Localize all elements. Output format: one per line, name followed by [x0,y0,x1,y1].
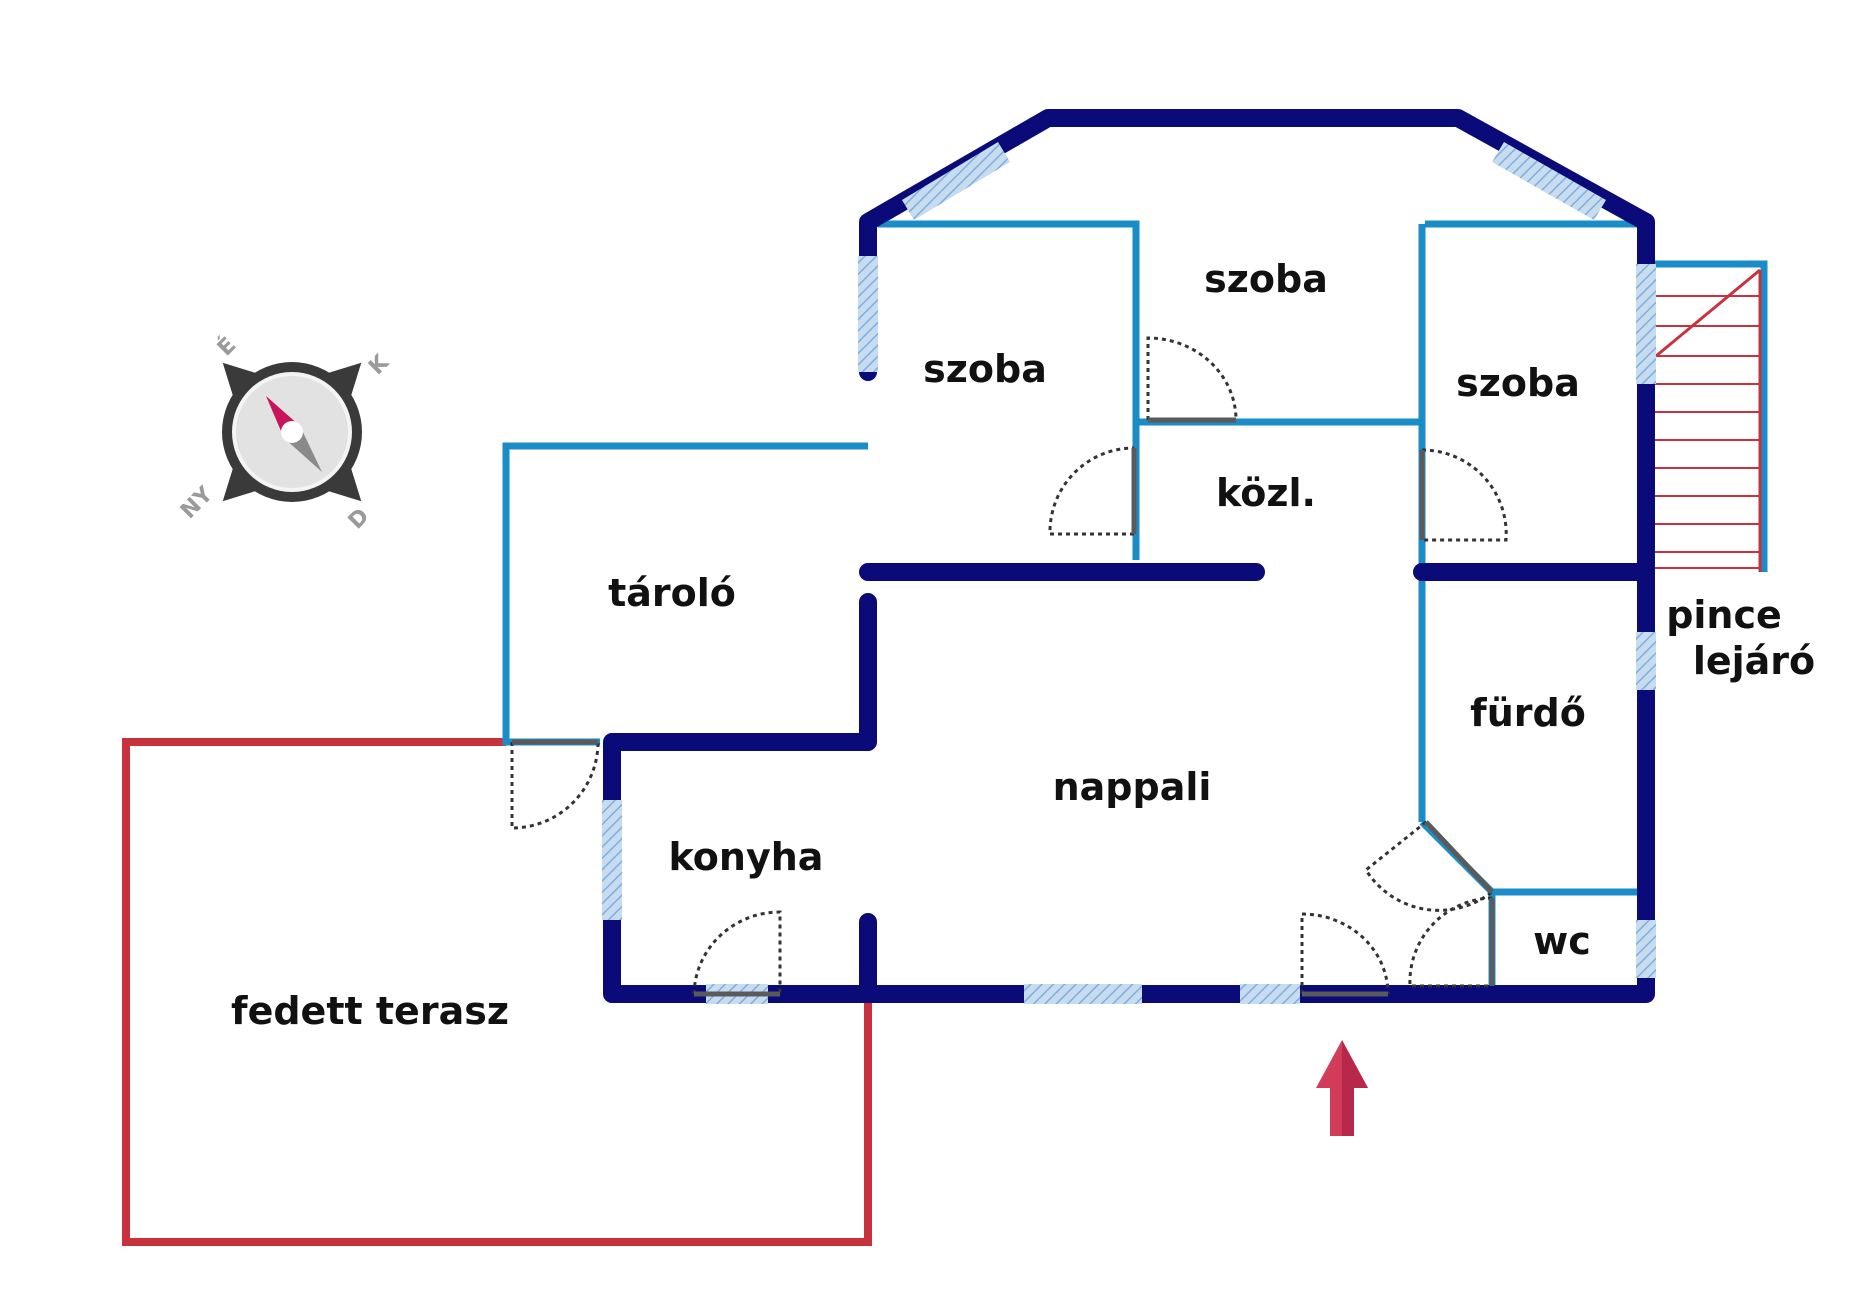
compass-icon: É K D NY [176,332,395,535]
label-pince-1: pince [1666,593,1782,637]
label-kozl: közl. [1216,471,1316,515]
label-wc: wc [1533,919,1591,963]
entrance-arrow-icon [1316,1040,1368,1136]
compass-east-letter: K [364,350,394,380]
door-leaves [512,417,1495,997]
stairs-pince [1652,260,1768,572]
label-terasz: fedett terasz [231,989,509,1033]
windows [602,142,1656,1004]
doors [510,336,1508,995]
compass-north-letter: É [212,332,241,361]
label-tarolo: tároló [608,571,736,615]
terrace-outline [122,738,872,1246]
compass-west-letter: NY [176,481,219,524]
label-pince-2: lejáró [1693,639,1815,683]
label-szoba-right: szoba [1456,361,1580,405]
label-szoba-left: szoba [923,347,1047,391]
label-nappali: nappali [1053,765,1212,809]
label-szoba-top: szoba [1204,257,1328,301]
label-konyha: konyha [669,835,824,879]
label-furdo: fürdő [1470,691,1586,735]
compass-south-letter: D [344,504,375,535]
